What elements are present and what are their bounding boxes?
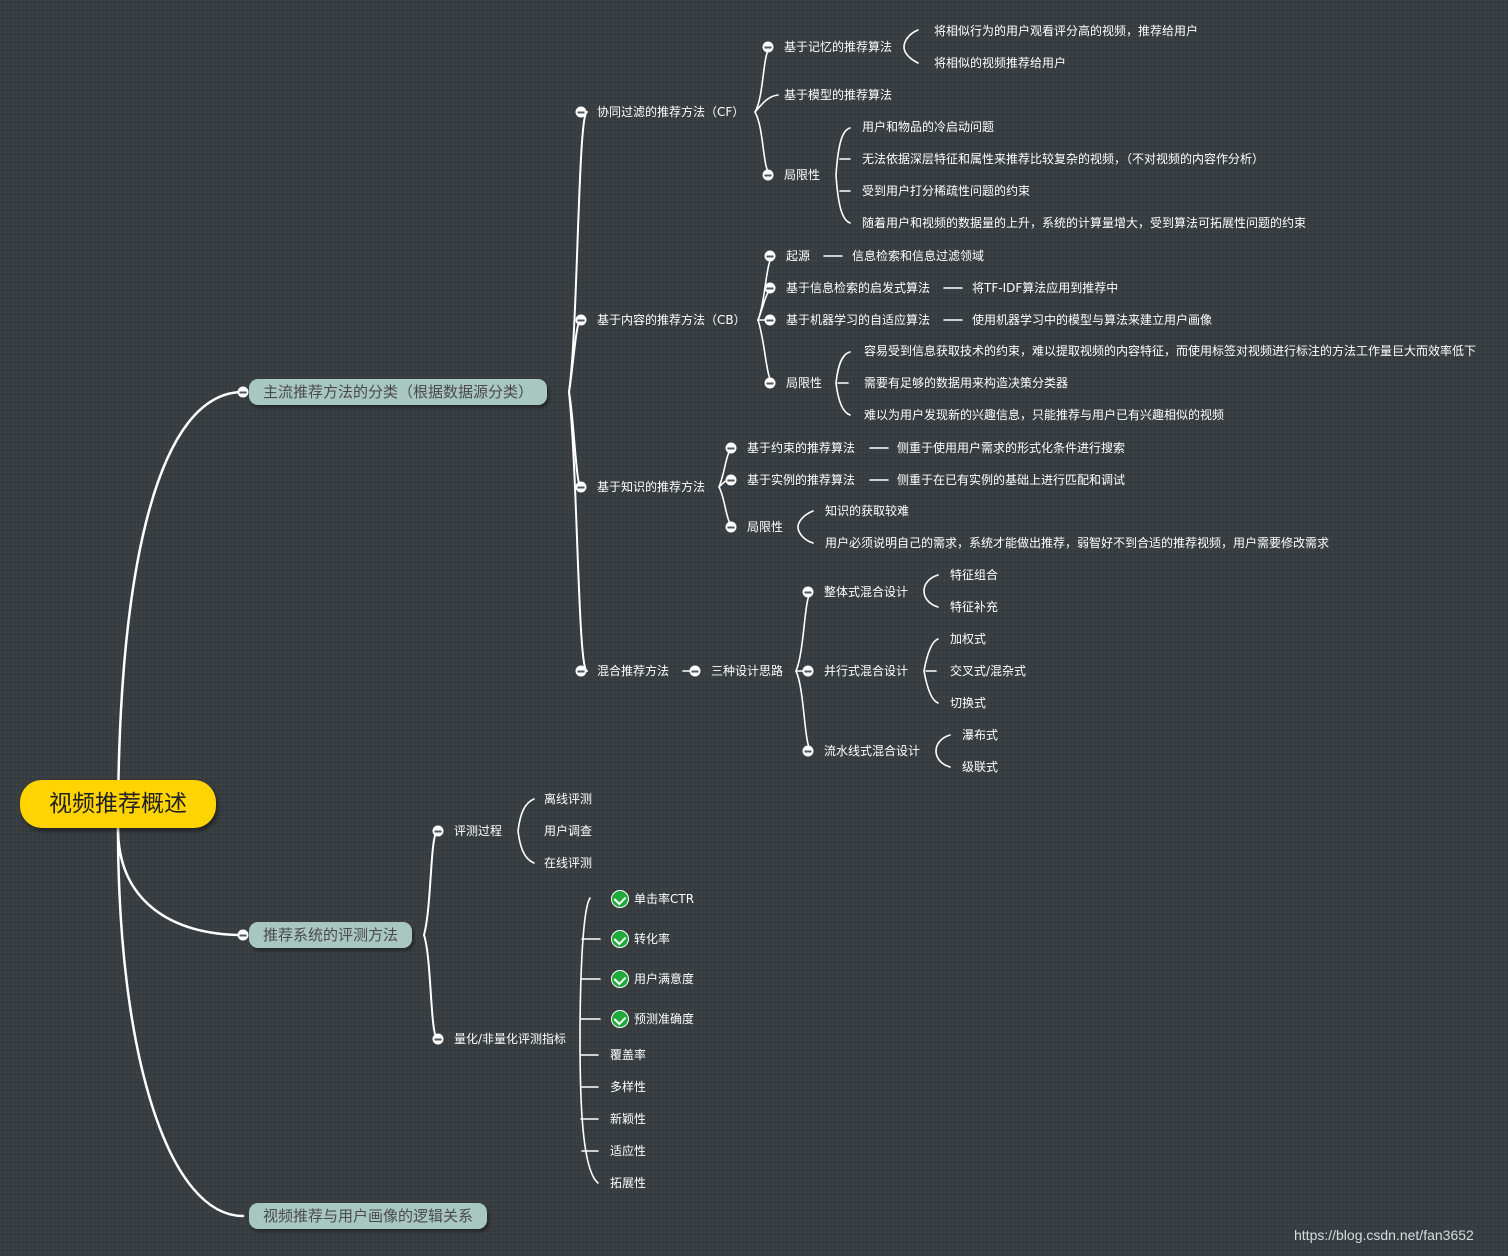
collapse-minus-icon[interactable] (802, 745, 814, 757)
topic-metric-4[interactable]: 预测准确度 (634, 1012, 695, 1026)
topic-cb[interactable]: 基于内容的推荐方法（CB） (597, 313, 746, 327)
topic-cf-memory-2[interactable]: 将相似的视频推荐给用户 (934, 56, 1067, 70)
topic-hybrid-whole-2[interactable]: 特征补充 (950, 600, 999, 614)
topic-hybrid-parallel-3[interactable]: 切换式 (950, 696, 987, 710)
collapse-minus-icon[interactable] (762, 169, 774, 181)
topic-cb-limits[interactable]: 局限性 (786, 376, 823, 390)
topic-cb-heuristic[interactable]: 基于信息检索的启发式算法 (786, 281, 931, 295)
topic-kb-constraint[interactable]: 基于约束的推荐算法 (747, 441, 856, 455)
collapse-minus-icon[interactable] (764, 250, 776, 262)
topic-eval-metrics[interactable]: 量化/非量化评测指标 (454, 1032, 567, 1046)
topic-kb-instance[interactable]: 基于实例的推荐算法 (747, 473, 856, 487)
topic-hybrid[interactable]: 混合推荐方法 (597, 664, 670, 678)
topic-hybrid-pipeline[interactable]: 流水线式混合设计 (824, 744, 921, 758)
collapse-minus-icon[interactable] (689, 665, 701, 677)
collapse-minus-icon[interactable] (764, 314, 776, 326)
topic-hybrid-parallel[interactable]: 并行式混合设计 (824, 664, 909, 678)
topic-kb[interactable]: 基于知识的推荐方法 (597, 480, 706, 494)
collapse-minus-icon[interactable] (432, 825, 444, 837)
topic-eval-process-1[interactable]: 离线评测 (544, 792, 593, 806)
check-circle-icon (611, 1010, 629, 1028)
topic-hybrid-parallel-1[interactable]: 加权式 (950, 632, 987, 646)
collapse-minus-icon[interactable] (764, 282, 776, 294)
collapse-minus-icon[interactable] (575, 481, 587, 493)
topic-kb-constraint-value[interactable]: 侧重于使用用户需求的形式化条件进行搜索 (897, 441, 1126, 455)
topic-metric-2[interactable]: 转化率 (634, 932, 671, 946)
topic-cf[interactable]: 协同过滤的推荐方法（CF） (597, 105, 745, 119)
topic-cb-ml[interactable]: 基于机器学习的自适应算法 (786, 313, 931, 327)
check-circle-icon (611, 970, 629, 988)
topic-cb-origin[interactable]: 起源 (786, 249, 811, 263)
topic-hybrid-parallel-2[interactable]: 交叉式/混杂式 (950, 664, 1027, 678)
branch-user-profile[interactable]: 视频推荐与用户画像的逻辑关系 (249, 1203, 488, 1229)
topic-cf-memory[interactable]: 基于记忆的推荐算法 (784, 40, 893, 54)
topic-hybrid-pipeline-1[interactable]: 瀑布式 (962, 728, 999, 742)
topic-cf-limit-3[interactable]: 受到用户打分稀疏性问题的约束 (862, 184, 1031, 198)
topic-kb-limits[interactable]: 局限性 (747, 520, 784, 534)
topic-metric-8[interactable]: 适应性 (610, 1144, 647, 1158)
collapse-minus-icon[interactable] (762, 41, 774, 53)
root-topic[interactable]: 视频推荐概述 (20, 780, 216, 828)
topic-metric-1[interactable]: 单击率CTR (634, 892, 695, 906)
topic-cb-origin-value[interactable]: 信息检索和信息过滤领域 (852, 249, 985, 263)
topic-metric-9[interactable]: 拓展性 (610, 1176, 647, 1190)
branch-classification[interactable]: 主流推荐方法的分类（根据数据源分类） (249, 379, 548, 405)
topic-cb-heuristic-value[interactable]: 将TF-IDF算法应用到推荐中 (972, 281, 1119, 295)
topic-metric-7[interactable]: 新颖性 (610, 1112, 647, 1126)
collapse-minus-icon[interactable] (575, 314, 587, 326)
topic-eval-process-2[interactable]: 用户调查 (544, 824, 593, 838)
topic-kb-instance-value[interactable]: 侧重于在已有实例的基础上进行匹配和调试 (897, 473, 1126, 487)
topic-cb-limit-1[interactable]: 容易受到信息获取技术的约束，难以提取视频的内容特征，而使用标签对视频进行标注的方… (864, 344, 1477, 358)
collapse-minus-icon[interactable] (432, 1033, 444, 1045)
collapse-minus-icon[interactable] (575, 665, 587, 677)
branch-evaluation[interactable]: 推荐系统的评测方法 (249, 922, 413, 948)
collapse-minus-icon[interactable] (725, 442, 737, 454)
topic-cf-limit-4[interactable]: 随着用户和视频的数据量的上升，系统的计算量增大，受到算法可拓展性问题的约束 (862, 216, 1307, 230)
topic-kb-limit-1[interactable]: 知识的获取较难 (825, 504, 910, 518)
check-circle-icon (611, 930, 629, 948)
topic-metric-3[interactable]: 用户满意度 (634, 972, 695, 986)
topic-cf-limits[interactable]: 局限性 (784, 168, 821, 182)
topic-hybrid-whole-1[interactable]: 特征组合 (950, 568, 999, 582)
collapse-minus-icon[interactable] (802, 665, 814, 677)
collapse-minus-icon[interactable] (802, 586, 814, 598)
topic-eval-process[interactable]: 评测过程 (454, 824, 503, 838)
collapse-minus-icon[interactable] (764, 377, 776, 389)
check-circle-icon (611, 890, 629, 908)
topic-kb-limit-2[interactable]: 用户必须说明自己的需求，系统才能做出推荐，弱智好不到合适的推荐视频，用户需要修改… (825, 536, 1330, 550)
topic-cb-ml-value[interactable]: 使用机器学习中的模型与算法来建立用户画像 (972, 313, 1213, 327)
collapse-minus-icon[interactable] (725, 474, 737, 486)
topic-cf-model[interactable]: 基于模型的推荐算法 (784, 88, 893, 102)
collapse-minus-icon[interactable] (575, 106, 587, 118)
topic-metric-6[interactable]: 多样性 (610, 1080, 647, 1094)
topic-hybrid-whole[interactable]: 整体式混合设计 (824, 585, 909, 599)
topic-hybrid-design[interactable]: 三种设计思路 (711, 664, 784, 678)
topic-hybrid-pipeline-2[interactable]: 级联式 (962, 760, 999, 774)
topic-cb-limit-2[interactable]: 需要有足够的数据用来构造决策分类器 (864, 376, 1069, 390)
topic-cb-limit-3[interactable]: 难以为用户发现新的兴趣信息，只能推荐与用户已有兴趣相似的视频 (864, 408, 1225, 422)
collapse-minus-icon[interactable] (237, 386, 249, 398)
topic-cf-limit-2[interactable]: 无法依据深层特征和属性来推荐比较复杂的视频，（不对视频的内容作分析） (862, 152, 1265, 166)
topic-cf-limit-1[interactable]: 用户和物品的冷启动问题 (862, 120, 995, 134)
topic-metric-5[interactable]: 覆盖率 (610, 1048, 647, 1062)
topic-cf-memory-1[interactable]: 将相似行为的用户观看评分高的视频，推荐给用户 (934, 24, 1199, 38)
topic-eval-process-3[interactable]: 在线评测 (544, 856, 593, 870)
watermark-url: https://blog.csdn.net/fan3652 (1294, 1227, 1474, 1243)
collapse-minus-icon[interactable] (237, 929, 249, 941)
collapse-minus-icon[interactable] (725, 521, 737, 533)
